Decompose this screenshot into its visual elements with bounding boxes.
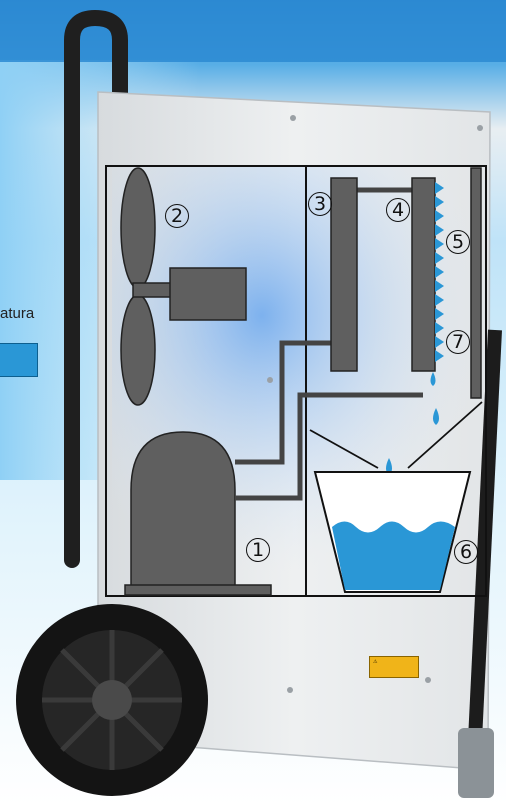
wheel [16, 604, 208, 796]
legend-swatch [0, 343, 38, 377]
label-compressor: 1 [246, 538, 270, 562]
right-foot [458, 728, 494, 798]
label-bucket: 6 [454, 540, 478, 564]
label-evaporator: 3 [308, 192, 332, 216]
warning-sticker: ⚠ [369, 656, 419, 678]
label-connector: 4 [386, 198, 410, 222]
label-condenser: 7 [446, 330, 470, 354]
label-condensation: 5 [446, 230, 470, 254]
label-fan: 2 [165, 204, 189, 228]
partial-side-label: atura [0, 305, 34, 322]
